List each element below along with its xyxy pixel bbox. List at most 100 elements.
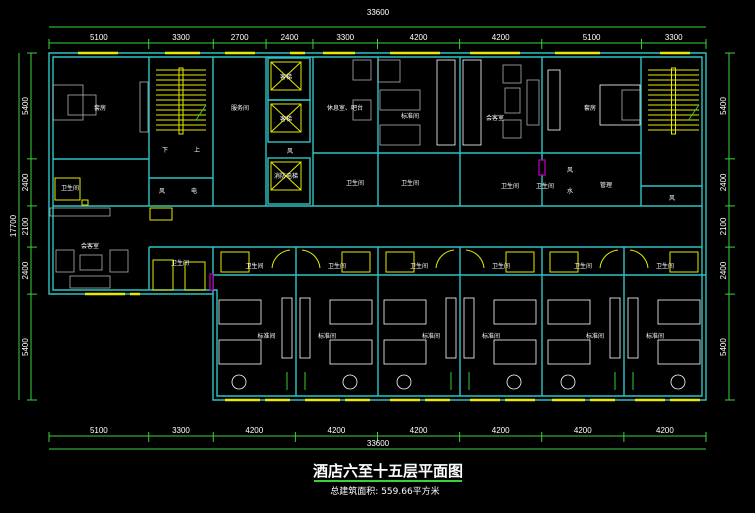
dimension-label: 2400 [281,33,299,42]
bed [218,339,262,365]
elevator-car-3 [270,161,302,191]
room-label-shaft-left2: 风 [287,148,293,155]
elevators [267,57,311,205]
bathroom-fixtures [220,251,250,273]
room-labels: 套房卫生间服务间客梯客梯消防电梯风风电休息室、吧台卫生间卫生间标准间会客室套房卫… [61,73,675,340]
room-label-bath-lower-left: 卫生间 [171,259,189,267]
bed [329,299,373,325]
dimension-total-label: 33600 [367,439,390,448]
bed [547,299,591,325]
room-label-elevator-1: 客梯 [280,73,292,81]
room-label-bath-top3: 卫生间 [501,182,519,190]
room-label-bath-left: 卫生间 [61,184,79,192]
room-label-elevator-2: 客梯 [280,115,292,123]
room-label-suite-right: 套房 [584,104,596,112]
room-label-lower-bath: 卫生间 [574,262,592,270]
wardrobe [445,297,457,359]
stair-arrow [195,104,207,121]
dimension-label: 5100 [90,426,108,435]
room-label-standard-room: 标准间 [422,332,440,340]
dimension-label: 4200 [328,426,346,435]
bathroom-fixtures [341,251,371,273]
bed [657,299,701,325]
bed [383,299,427,325]
room-label-reception-top: 会客室 [486,114,504,122]
dimension-label: 4200 [245,426,263,435]
dimension-label: 3300 [172,426,190,435]
stair-handrail [671,67,676,135]
dimension-total-label: 17700 [9,214,18,237]
lounge-chair [506,374,522,390]
door-swing [435,249,455,269]
stair-handrail [178,67,184,135]
dimension-label: 3300 [172,33,190,42]
outer-wall [48,52,707,401]
bed [383,339,427,365]
room-label-stair-up: 上 [194,146,200,154]
dimension-label: 4200 [574,426,592,435]
door-swing [599,249,619,269]
room-label-lower-bath: 卫生间 [492,262,510,270]
room-label-standard-room: 标准间 [257,332,275,340]
room-label-standard-room: 标准间 [482,332,500,340]
room-label-lower-bath: 卫生间 [656,262,674,270]
room-label-shaft-right2: 水 [567,187,573,195]
dimension-label: 3300 [336,33,354,42]
wardrobe [609,297,621,359]
bathroom-fixtures [385,251,415,273]
lounge-chair [670,374,686,390]
door-swing [629,249,649,269]
dimension-total-label: 33600 [367,8,390,17]
dimension-label: 2400 [21,173,30,191]
lounge-chair [231,374,247,390]
bed [547,339,591,365]
room-label-linen: 管理 [600,181,612,189]
bed [329,339,373,365]
dimension-label: 5100 [583,33,601,42]
furniture [49,59,641,291]
lounge-chair [560,374,576,390]
room-label-standard-room: 标准间 [318,332,336,340]
bed [493,339,537,365]
drawing-subtitle: 总建筑面积: 559.66平方米 [330,485,439,497]
dimension-label: 5400 [21,338,30,356]
room-label-lower-bath: 卫生间 [245,262,263,270]
elevator-car-1 [270,61,302,91]
dimension-label: 5400 [719,338,728,356]
elevator-car-2 [270,103,302,133]
wardrobe [299,297,311,359]
dimension-label: 2400 [719,173,728,191]
room-label-lower-bath: 卫生间 [328,262,346,270]
stairs [156,67,700,135]
dimension-label: 4200 [410,426,428,435]
room-label-shaft-left3: 电 [191,187,197,195]
bathroom-fixtures [549,251,579,273]
partition-walls [53,57,706,396]
dimension-label: 2100 [719,217,728,235]
dimension-label: 5400 [21,96,30,114]
room-label-shaft-right1: 风 [567,167,573,174]
room-label-suite-left: 套房 [94,104,106,112]
lounge-chair [342,374,358,390]
bathroom-fixtures [505,251,535,273]
dimension-label: 4200 [492,426,510,435]
wardrobe [281,297,293,359]
dimension-label: 4200 [492,33,510,42]
lower-rooms-furniture [218,249,701,390]
bed [218,299,262,325]
wardrobe [627,297,639,359]
bed [493,299,537,325]
room-label-bath-top4: 卫生间 [536,182,554,190]
dimension-label: 5400 [719,96,728,114]
building-walls [48,52,707,401]
room-label-reception-left: 会客室 [81,242,99,250]
dimension-label: 2100 [21,217,30,235]
bed [657,339,701,365]
dimension-label: 2400 [21,261,30,279]
dimension-label: 5100 [90,33,108,42]
room-label-lounge-top: 休息室、吧台 [327,104,363,112]
stair-arrow [688,104,700,121]
room-label-bath-top1: 卫生间 [346,179,364,187]
